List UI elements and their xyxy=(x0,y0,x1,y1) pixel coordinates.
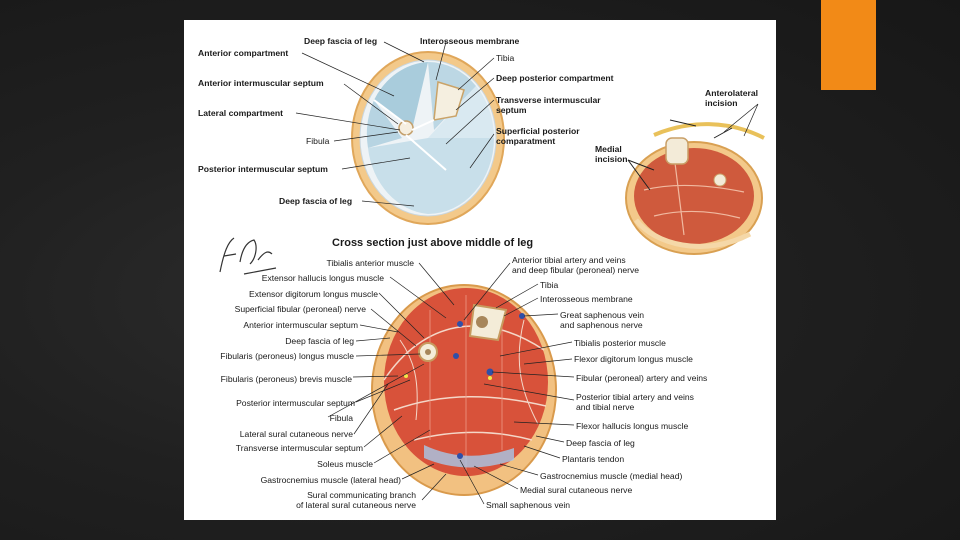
label-fibular-artery: Fibular (peroneal) artery and veins xyxy=(576,373,708,383)
orange-accent-bar xyxy=(821,0,876,90)
label-extensor-hallucis-longus: Extensor hallucis longus muscle xyxy=(261,273,384,283)
label-small-saphenous-vein: Small saphenous vein xyxy=(486,500,571,510)
label-tibialis-anterior: Tibialis anterior muscle xyxy=(326,258,414,268)
label-fibula-top: Fibula xyxy=(306,136,330,146)
leader-lines xyxy=(295,41,759,505)
label-superficial-fibular-nerve: Superficial fibular (peroneal) nerve xyxy=(234,304,366,314)
label-transverse-intermuscular-septum-top: Transverse intermuscular septum xyxy=(496,95,601,115)
label-flexor-hallucis-longus: Flexor hallucis longus muscle xyxy=(576,421,689,431)
label-deep-fascia-bottom: Deep fascia of leg xyxy=(279,196,353,206)
label-plantaris-tendon: Plantaris tendon xyxy=(562,454,625,464)
label-lateral-sural-cutaneous-nerve: Lateral sural cutaneous nerve xyxy=(239,429,353,439)
label-fibularis-longus: Fibularis (peroneus) longus muscle xyxy=(220,351,354,361)
label-interosseous-membrane: Interosseous membrane xyxy=(540,294,633,304)
label-fibula: Fibula xyxy=(329,413,353,423)
compartment-diagram xyxy=(351,51,505,225)
label-tibia-top: Tibia xyxy=(496,53,515,63)
label-extensor-digitorum-longus: Extensor digitorum longus muscle xyxy=(249,289,378,299)
label-sural-communicating-branch: Sural communicating branch of lateral su… xyxy=(296,490,416,510)
label-posterior-tibial-artery: Posterior tibial artery and veins and ti… xyxy=(576,392,694,412)
illustration-graphics xyxy=(295,41,765,505)
label-deep-fascia-right: Deep fascia of leg xyxy=(566,438,635,448)
label-gastrocnemius-medial: Gastrocnemius muscle (medial head) xyxy=(540,471,683,481)
label-gastrocnemius-lateral: Gastrocnemius muscle (lateral head) xyxy=(260,475,401,485)
incision-cross-section xyxy=(625,119,765,255)
label-transverse-intermuscular-septum: Transverse intermuscular septum xyxy=(235,443,363,453)
label-anterolateral-incision: Anterolateral incision xyxy=(705,88,759,108)
label-tibialis-posterior: Tibialis posterior muscle xyxy=(574,338,666,348)
label-posterior-intermuscular-septum: Posterior intermuscular septum xyxy=(236,398,355,408)
label-anterior-compartment: Anterior compartment xyxy=(198,48,289,58)
label-great-saphenous-vein: Great saphenous vein and saphenous nerve xyxy=(560,310,645,330)
label-fibularis-brevis: Fibularis (peroneus) brevis muscle xyxy=(220,374,352,384)
label-interosseous-membrane-top: Interosseous membrane xyxy=(420,36,520,46)
label-soleus-muscle: Soleus muscle xyxy=(317,459,373,469)
label-deep-fascia-left: Deep fascia of leg xyxy=(285,336,354,346)
label-superficial-posterior-compartment: Superficial posterior comparatment xyxy=(496,126,580,146)
label-flexor-digitorum-longus: Flexor digitorum longus muscle xyxy=(574,354,693,364)
label-medial-incision: Medial incision xyxy=(595,144,628,164)
label-posterior-intermuscular-septum-top: Posterior intermuscular septum xyxy=(198,164,328,174)
label-lateral-compartment: Lateral compartment xyxy=(198,108,284,118)
label-medial-sural-cutaneous-nerve: Medial sural cutaneous nerve xyxy=(520,485,633,495)
main-cross-section xyxy=(371,284,557,496)
netter-signature xyxy=(214,232,282,278)
anatomy-figure: Deep fascia of leg Interosseous membrane… xyxy=(184,20,776,520)
label-anterior-intermuscular-septum: Anterior intermuscular septum xyxy=(243,320,358,330)
section-title: Cross section just above middle of leg xyxy=(332,237,534,249)
label-anterior-intermuscular-septum-top: Anterior intermuscular septum xyxy=(198,78,324,88)
label-deep-posterior-compartment: Deep posterior compartment xyxy=(496,73,614,83)
label-deep-fascia-top: Deep fascia of leg xyxy=(304,36,378,46)
label-tibia: Tibia xyxy=(540,280,559,290)
label-anterior-tibial-artery: Anterior tibial artery and veins and dee… xyxy=(512,255,640,275)
